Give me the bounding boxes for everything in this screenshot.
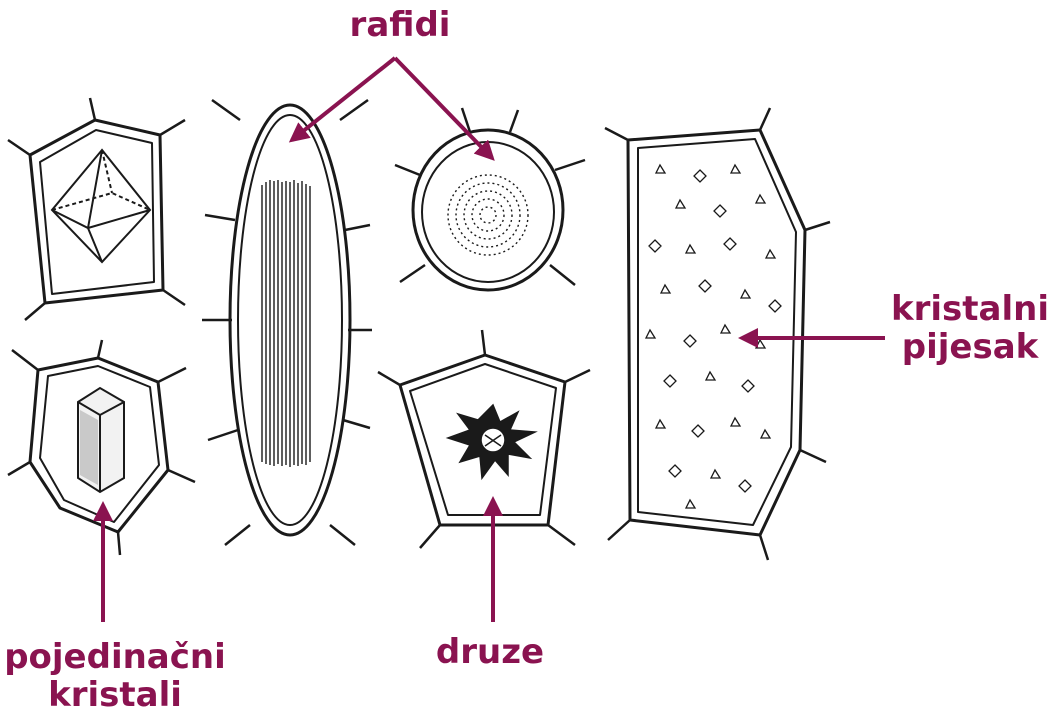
cell-crystal-sand (605, 108, 830, 560)
label-rafidi: rafidi (345, 6, 455, 44)
cell-raphides-elongated (202, 100, 372, 545)
prism-crystal (78, 388, 124, 492)
arrow-rafidi-to-elongated-cell (292, 58, 395, 140)
label-kristalni-line2: pijesak (888, 328, 1052, 366)
octahedron-crystal (52, 150, 150, 262)
label-druze: druze (430, 633, 550, 671)
label-pojedinacni-line1: pojedinačni (0, 638, 230, 676)
label-kristalni-pijesak: kristalni pijesak (888, 290, 1052, 366)
cell-octahedral-crystal (8, 98, 185, 320)
label-pojedinacni-line2: kristali (0, 676, 230, 714)
raphide-dots (448, 175, 528, 255)
arrow-rafidi-to-round-cell (395, 58, 492, 158)
label-kristalni-line1: kristalni (888, 290, 1052, 328)
label-pojedinacni-kristali: pojedinačni kristali (0, 638, 230, 714)
raphide-bundle (262, 180, 310, 467)
druse-crystal (448, 405, 535, 478)
